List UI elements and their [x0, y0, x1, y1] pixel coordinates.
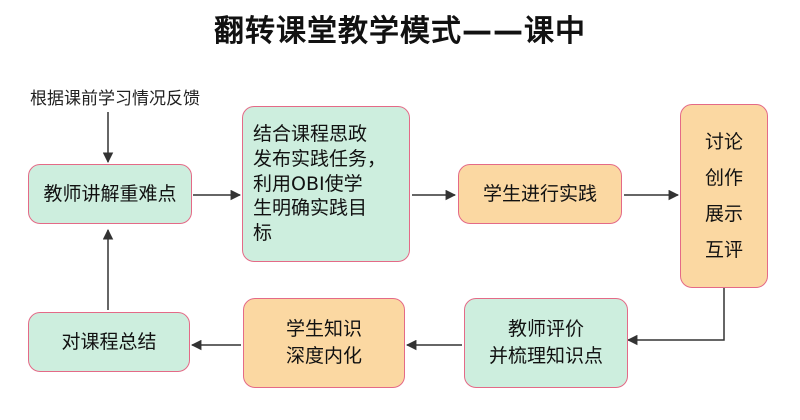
node-teacher-evaluate-label: 教师评价 并梳理知识点 — [488, 318, 603, 367]
node-summarize: 对课程总结 — [28, 312, 190, 372]
node-discuss-label: 讨论 创作 展示 互评 — [704, 130, 743, 262]
node-internalize: 学生知识 深度内化 — [243, 298, 405, 388]
node-publish-task: 结合课程思政 发布实践任务， 利用OBI使学 生明确实践目 标 — [242, 106, 410, 262]
diagram-title: 翻转课堂教学模式——课中 — [214, 14, 586, 49]
input-note: 根据课前学习情况反馈 — [30, 89, 200, 109]
node-discuss: 讨论 创作 展示 互评 — [680, 104, 768, 288]
node-teacher-evaluate: 教师评价 并梳理知识点 — [464, 298, 628, 388]
node-internalize-label: 学生知识 深度内化 — [285, 318, 362, 367]
node-teacher-explain: 教师讲解重难点 — [28, 164, 192, 224]
node-publish-task-label: 结合课程思政 发布实践任务， 利用OBI使学 生明确实践目 标 — [253, 123, 387, 245]
node-student-practice-label: 学生进行实践 — [482, 182, 597, 205]
node-summarize-label: 对课程总结 — [61, 330, 157, 353]
node-teacher-explain-label: 教师讲解重难点 — [43, 182, 177, 205]
node-student-practice: 学生进行实践 — [458, 164, 622, 224]
arrow-discuss-to-evaluate — [626, 288, 725, 346]
